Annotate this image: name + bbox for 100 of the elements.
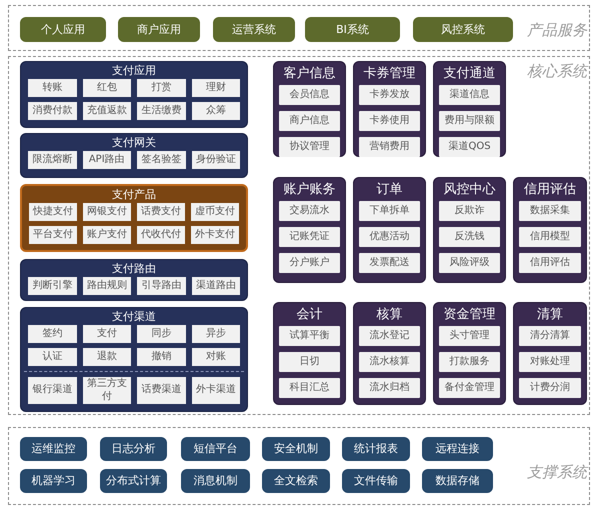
- module-box: 打赏: [137, 79, 186, 97]
- module-box: API路由: [82, 151, 131, 169]
- module-group-panel: [20, 259, 248, 301]
- module-box: 卡券使用: [359, 111, 420, 131]
- service-button: 日志分析: [100, 437, 167, 461]
- module-box: 反洗钱: [439, 227, 500, 247]
- module-box: 优惠活动: [359, 227, 420, 247]
- service-button: 商户应用: [118, 17, 200, 42]
- group-title: 清算: [537, 308, 563, 321]
- module-box: 备付金管理: [439, 378, 500, 398]
- module-box: 清分清算: [519, 326, 581, 346]
- module-box: 支付: [82, 325, 131, 343]
- module-box: 渠道路由: [192, 277, 240, 295]
- group-title: 会计: [296, 308, 322, 321]
- group-title: 支付渠道: [112, 311, 156, 322]
- module-group-panel: [433, 61, 506, 157]
- service-button: 运维监控: [20, 437, 87, 461]
- module-box: 撤销: [137, 348, 186, 366]
- module-box: 众筹: [192, 102, 240, 120]
- group-title: 资金管理: [444, 308, 496, 321]
- service-button: 消息机制: [181, 469, 250, 493]
- module-box: 计费分润: [519, 378, 581, 398]
- service-button: 运营系统: [213, 17, 295, 42]
- group-title: 风控中心: [444, 183, 496, 196]
- module-box: 风险评级: [439, 253, 500, 273]
- service-button: BI系统: [305, 17, 400, 42]
- module-group-panel: [353, 177, 426, 283]
- module-box: 账户支付: [83, 226, 131, 244]
- layer-title: 支撑系统: [527, 463, 587, 481]
- module-box: 下单拆单: [359, 201, 420, 221]
- module-box: 分户账户: [279, 253, 340, 273]
- module-box: 反欺诈: [439, 201, 500, 221]
- module-group-panel: [20, 61, 248, 128]
- service-button: 个人应用: [20, 17, 106, 42]
- group-title: 支付路由: [112, 263, 156, 274]
- module-box: 交易流水: [279, 201, 340, 221]
- module-box: 消费付款: [28, 102, 76, 120]
- service-button: 安全机制: [262, 437, 330, 461]
- module-box: 限流熔断: [28, 151, 76, 169]
- module-box: 记账凭证: [279, 227, 340, 247]
- module-box: 流水归档: [359, 378, 420, 398]
- module-box: 转账: [28, 79, 76, 97]
- group-title: 卡券管理: [364, 67, 416, 80]
- module-box: 对账: [192, 348, 240, 366]
- group-title: 订单: [376, 183, 402, 196]
- module-group-panel: [20, 133, 248, 178]
- module-box: 头寸管理: [439, 326, 500, 346]
- group-title: 客户信息: [284, 67, 336, 80]
- group-title: 支付网关: [112, 137, 156, 148]
- module-box: 判断引擎: [28, 277, 76, 295]
- module-group-panel: [20, 307, 248, 412]
- module-box: 第三方支付: [82, 377, 131, 404]
- group-title: 支付应用: [112, 65, 156, 76]
- module-box: 对账处理: [519, 352, 581, 372]
- service-button: 远程连接: [422, 437, 493, 461]
- module-box: 快捷支付: [29, 203, 77, 221]
- module-box: 科目汇总: [279, 378, 340, 398]
- module-box: 异步: [192, 325, 240, 343]
- module-group-panel: [353, 302, 426, 405]
- module-group-panel: [513, 177, 587, 283]
- module-group-panel: [353, 61, 426, 157]
- module-box: 卡券发放: [359, 85, 420, 105]
- module-box: 协议管理: [279, 137, 340, 157]
- module-box: 试算平衡: [279, 326, 340, 346]
- module-box: 流水登记: [359, 326, 420, 346]
- module-box: 发票配送: [359, 253, 420, 273]
- module-box: 信用模型: [519, 227, 581, 247]
- module-group-panel: [273, 177, 346, 283]
- module-box: 营销费用: [359, 137, 420, 157]
- group-title: 核算: [376, 308, 402, 321]
- module-box: 外卡渠道: [192, 377, 240, 404]
- service-button: 全文检索: [262, 469, 330, 493]
- module-box: 渠道QOS: [439, 137, 500, 157]
- module-box: 认证: [28, 348, 76, 366]
- service-button: 风控系统: [413, 17, 513, 42]
- module-box: 信用评估: [519, 253, 581, 273]
- group-title: 信用评估: [524, 183, 576, 196]
- module-group-panel: [273, 61, 346, 157]
- module-box: 虚币支付: [191, 203, 239, 221]
- service-button: 分布式计算: [100, 469, 167, 493]
- module-box: 路由规则: [82, 277, 131, 295]
- module-box: 身份验证: [192, 151, 240, 169]
- module-box: 渠道信息: [439, 85, 500, 105]
- module-box: 退款: [82, 348, 131, 366]
- module-box: 签约: [28, 325, 76, 343]
- module-group-panel: [273, 302, 346, 405]
- module-box: 数据采集: [519, 201, 581, 221]
- layer-panel: [8, 56, 590, 415]
- module-box: 商户信息: [279, 111, 340, 131]
- module-box: 签名验签: [137, 151, 186, 169]
- module-box: 话费支付: [137, 203, 185, 221]
- module-box: 日切: [279, 352, 340, 372]
- module-box: 生活缴费: [137, 102, 186, 120]
- module-group-panel: [433, 302, 506, 405]
- layer-panel: [8, 427, 590, 505]
- module-group-panel: [513, 302, 587, 405]
- module-group-panel: [433, 177, 506, 283]
- module-box: 代收代付: [137, 226, 185, 244]
- module-box: 会员信息: [279, 85, 340, 105]
- service-button: 数据存储: [422, 469, 493, 493]
